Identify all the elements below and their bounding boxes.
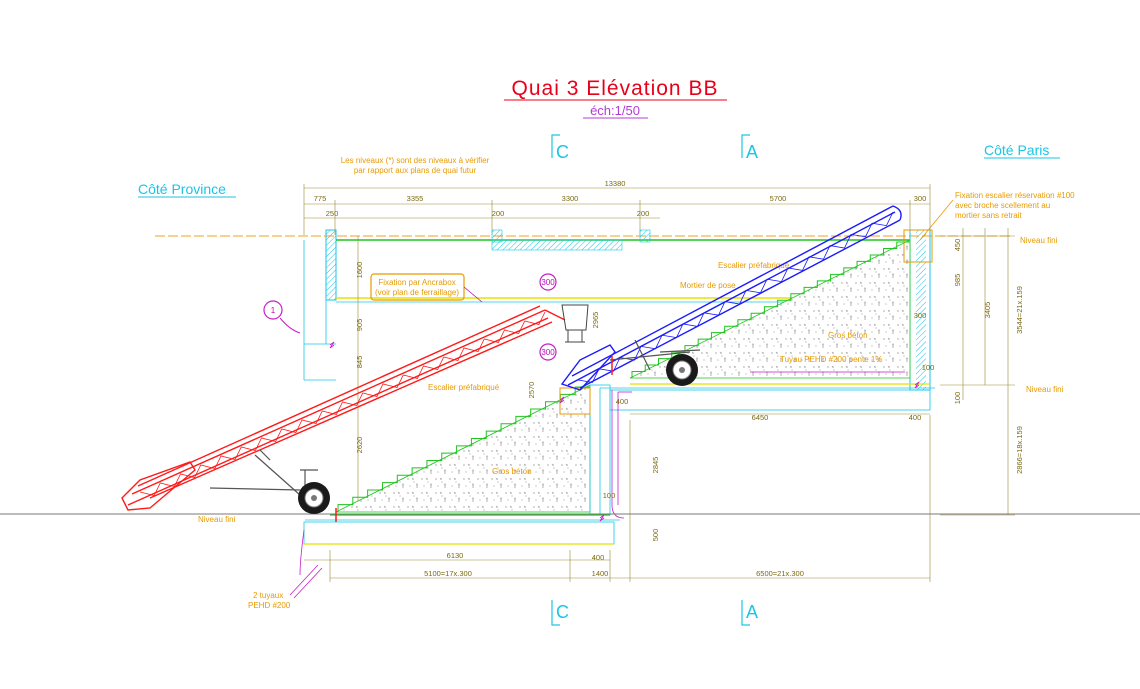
dim-3405: 3405 xyxy=(983,302,992,319)
svg-text:A: A xyxy=(746,602,758,622)
hopper-icon xyxy=(561,304,589,343)
note-mortier: Mortier de pose xyxy=(680,281,736,290)
dim-total: 13380 xyxy=(605,179,626,188)
dim-2620: 2620 xyxy=(355,437,364,454)
dimension-chain-bottom xyxy=(304,415,931,582)
blue-conveyor xyxy=(560,205,902,391)
dim-6130: 6130 xyxy=(447,551,464,560)
note-fixation-right-1: Fixation escalier réservation #100 xyxy=(955,191,1075,200)
break-marks xyxy=(329,341,920,522)
tuyaux-leader xyxy=(289,564,323,599)
leader-fixation-box xyxy=(463,286,483,303)
note-niveaux-1: Les niveaux (*) sont des niveaux à vérif… xyxy=(341,156,490,165)
dim-200b: 200 xyxy=(637,209,650,218)
svg-text:300: 300 xyxy=(541,348,555,357)
note-fixation-box-1: Fixation par Ancrabox xyxy=(378,278,455,287)
red-conveyor-wheel xyxy=(298,482,330,514)
circle-marker-300-mid: 300 xyxy=(539,343,557,361)
circle-marker-1: 1 xyxy=(263,300,301,334)
note-escalier-lower: Escalier préfabriqué xyxy=(428,383,500,392)
dim-400-right: 400 xyxy=(909,413,922,422)
dim-5700: 5700 xyxy=(770,194,787,203)
section-marker-a-bottom: A xyxy=(741,600,758,626)
dim-250: 250 xyxy=(326,209,339,218)
svg-text:C: C xyxy=(556,602,569,622)
svg-text:300: 300 xyxy=(541,278,555,287)
dim-500: 500 xyxy=(651,529,660,542)
blue-conveyor-wheel xyxy=(666,354,698,386)
scale-label: éch:1/50 xyxy=(590,103,640,118)
svg-text:1: 1 xyxy=(271,306,276,315)
dim-2845: 2845 xyxy=(651,457,660,474)
red-conveyor-chassis xyxy=(209,449,318,496)
drawing-title: Quai 3 Elévation BB xyxy=(512,77,719,100)
note-escalier-upper: Escalier préfabriqué xyxy=(718,261,790,270)
note-gros-beton-lower: Gros béton xyxy=(492,467,532,476)
dim-100c: 100 xyxy=(603,491,616,500)
section-marker-c-top: C xyxy=(551,134,569,162)
lower-staircase xyxy=(299,384,632,576)
dim-905: 905 xyxy=(355,319,364,332)
dim-775: 775 xyxy=(314,194,327,203)
side-label-province: Côté Province xyxy=(138,181,226,197)
note-fixation-box-2: (voir plan de ferraillage) xyxy=(375,288,459,297)
section-marker-c-bottom: C xyxy=(551,600,569,626)
dim-5100: 5100=17x.300 xyxy=(424,569,472,578)
note-niveau-fini-r2: Niveau fini xyxy=(1026,385,1064,394)
dim-2570: 2570 xyxy=(527,382,536,399)
dim-400-mid: 400 xyxy=(616,397,629,406)
dim-200a: 200 xyxy=(492,209,505,218)
note-niveau-fini-r1: Niveau fini xyxy=(1020,236,1058,245)
svg-text:C: C xyxy=(556,142,569,162)
dim-6500: 6500=21x.300 xyxy=(756,569,804,578)
dim-2866: 2866=18x.159 xyxy=(1015,426,1024,474)
note-gros-beton-upper: Gros béton xyxy=(828,331,868,340)
note-niveau-fini-l: Niveau fini xyxy=(198,515,236,524)
circle-marker-300-top: 300 xyxy=(539,273,557,291)
blue-conveyor-chassis xyxy=(609,339,701,371)
dim-6450: 6450 xyxy=(752,413,769,422)
dim-3300: 3300 xyxy=(562,194,579,203)
note-fixation-right-3: mortier sans retrait xyxy=(955,211,1022,220)
note-tuyaux-1: 2 tuyaux xyxy=(253,591,283,600)
dim-1400: 1400 xyxy=(592,569,609,578)
red-conveyor xyxy=(121,305,566,511)
note-niveaux-2: par rapport aux plans de quai futur xyxy=(354,166,477,175)
side-label-paris: Côté Paris xyxy=(984,142,1049,158)
dim-3355: 3355 xyxy=(407,194,424,203)
note-fixation-right-2: avec broche scellement au xyxy=(955,201,1050,210)
dim-100a: 100 xyxy=(953,392,962,405)
dim-100b: 100 xyxy=(922,363,935,372)
section-marker-a-top: A xyxy=(741,134,758,162)
dim-2965: 2965 xyxy=(591,312,600,329)
dim-3544: 3544=21x.159 xyxy=(1015,286,1024,334)
dim-1600: 1600 xyxy=(355,262,364,279)
dim-300-right: 300 xyxy=(914,311,927,320)
fixation-detail-right xyxy=(903,229,933,263)
dim-845: 845 xyxy=(355,356,364,369)
dimension-chain-right xyxy=(940,228,1015,516)
note-tuyau: Tuyau PEHD #200 pente 1% xyxy=(780,355,882,364)
dim-300-top: 300 xyxy=(914,194,927,203)
dim-450: 450 xyxy=(953,239,962,252)
dim-400-bottom: 400 xyxy=(592,553,605,562)
dimension-chain-top xyxy=(303,184,931,235)
svg-text:A: A xyxy=(746,142,758,162)
dim-985: 985 xyxy=(953,274,962,287)
note-tuyaux-2: PEHD #200 xyxy=(248,601,291,610)
